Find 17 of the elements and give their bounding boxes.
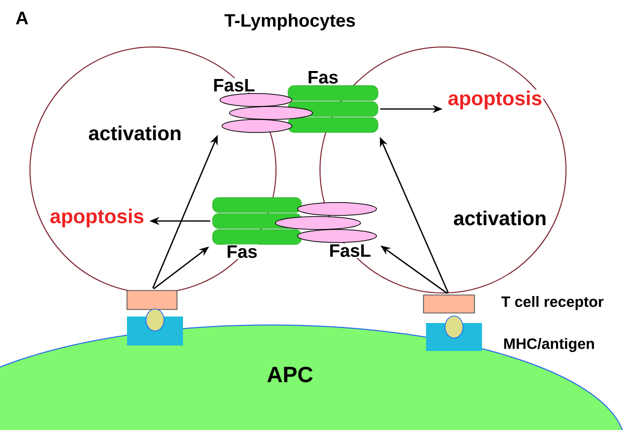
t-cell-receptor [126,290,178,310]
panel-letter: A [14,10,30,26]
mhc-antigen-complex [127,308,183,346]
node-label: FasL [330,244,370,257]
fas-receptor-cluster: Fas [212,197,302,259]
fasl-cluster: FasL [275,202,377,258]
activation-label: activation [87,124,183,142]
node-label: FasL [214,79,254,92]
title: T-Lymphocytes [224,14,355,30]
activation-label: activation [452,210,548,226]
node-label: Fas [228,245,257,258]
part-label: MHC/antigen [502,336,596,354]
mhc-antigen-complex [426,316,482,351]
part-label: T cell receptor [500,295,605,311]
apoptosis-label: apoptosis [446,90,544,110]
t-cell-receptor [423,294,475,314]
apoptosis-label: apoptosis [48,208,146,228]
